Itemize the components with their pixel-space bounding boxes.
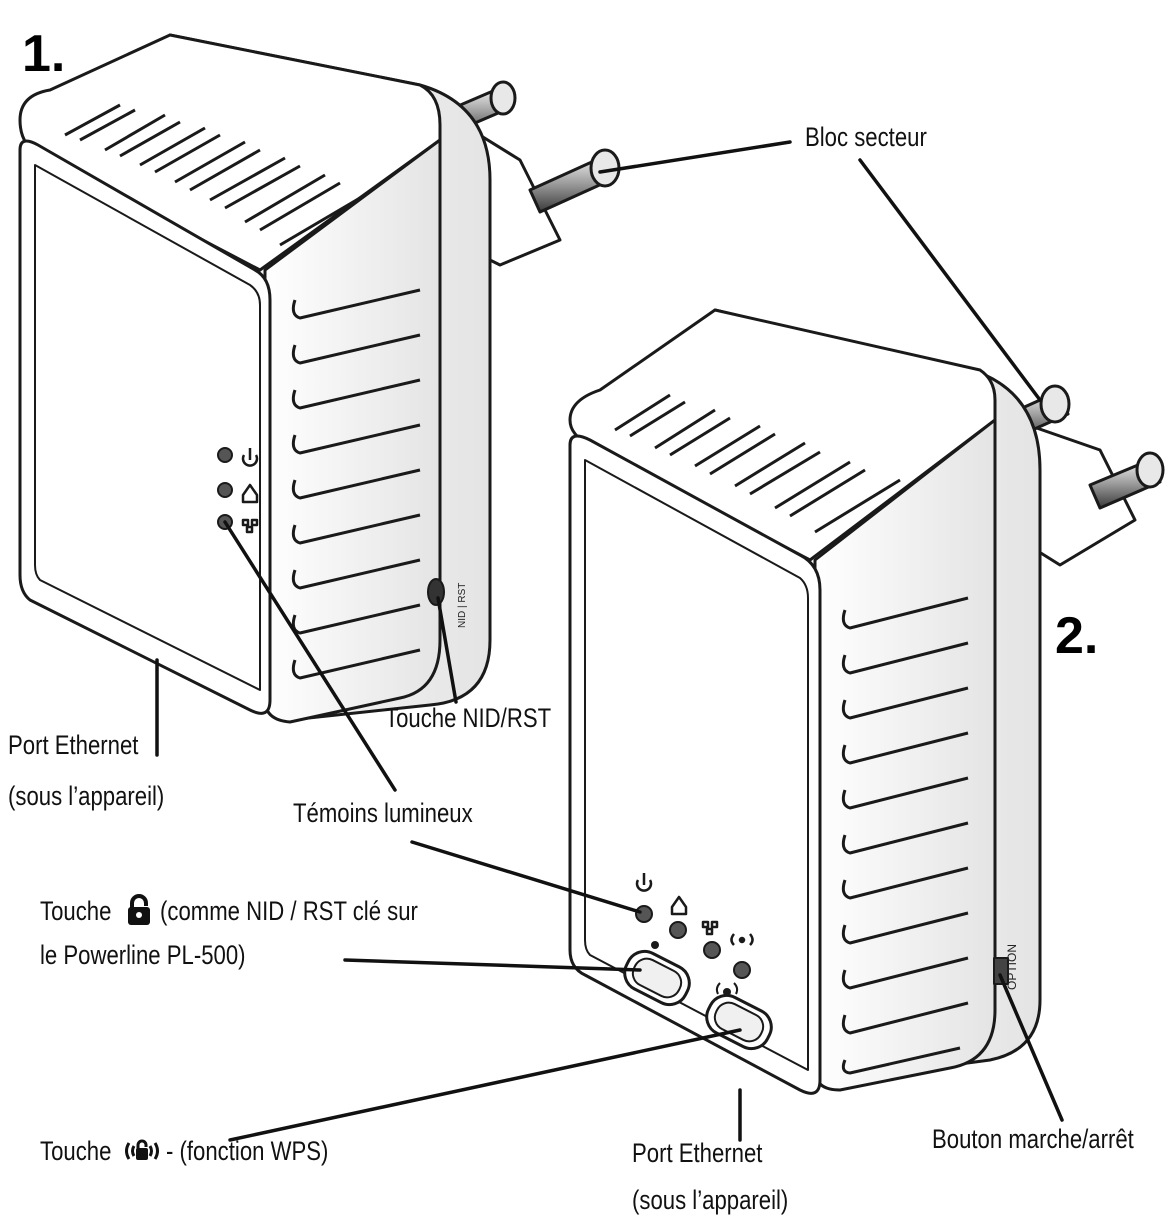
label-touche-wps-rest: - (fonction WPS) bbox=[166, 1136, 329, 1166]
home-network-icon bbox=[670, 895, 688, 916]
power-icon bbox=[241, 448, 259, 467]
label-bloc-secteur: Bloc secteur bbox=[805, 122, 927, 152]
leader-touche-wps bbox=[228, 1028, 742, 1142]
device-2-top-vents bbox=[614, 393, 901, 534]
device-2-power-switch[interactable] bbox=[993, 957, 1009, 985]
label-port-ethernet-2-line2: (sous l’appareil) bbox=[632, 1185, 789, 1215]
leader-temoins-1 bbox=[223, 520, 397, 792]
device-1-leds bbox=[217, 447, 233, 530]
power-icon bbox=[635, 873, 653, 892]
leader-bouton-marche bbox=[998, 973, 1064, 1122]
wps-icon bbox=[125, 1139, 159, 1160]
lock-icon bbox=[651, 941, 659, 949]
device-1-top-vents bbox=[64, 103, 366, 247]
label-touche-lock-line2: le Powerline PL-500) bbox=[40, 940, 246, 970]
device-1-front-panel bbox=[34, 164, 261, 691]
label-port-ethernet-1-line1: Port Ethernet bbox=[8, 730, 139, 760]
device-1-number: 1. bbox=[22, 25, 66, 83]
device-2-leds bbox=[635, 905, 751, 979]
device-2-number: 2. bbox=[1055, 607, 1099, 665]
device-2-side-vents bbox=[841, 596, 969, 1075]
label-bouton-marche-arret: Bouton marche/arrêt bbox=[932, 1124, 1134, 1154]
leader-temoins-2 bbox=[410, 840, 642, 914]
leader-bloc-secteur-b bbox=[858, 158, 1042, 402]
device-2-led-icons bbox=[635, 873, 754, 946]
device-1-side-vents bbox=[291, 288, 421, 680]
device-1-led-icons bbox=[241, 448, 259, 534]
lock-icon bbox=[128, 894, 150, 925]
device-1 bbox=[18, 33, 621, 724]
label-touche-nid-rst: Touche NID/RST bbox=[385, 703, 552, 733]
label-touche-lock-line1: (comme NID / RST clé sur bbox=[160, 896, 418, 926]
device-1-nid-rst-button[interactable] bbox=[427, 578, 445, 606]
label-touche-lock-prefix: Touche bbox=[40, 896, 112, 926]
leader-lines bbox=[155, 140, 1064, 1142]
label-temoins-lumineux: Témoins lumineux bbox=[293, 798, 473, 828]
label-touche-wps-prefix: Touche bbox=[40, 1136, 112, 1166]
device-2-option-print: OPTION bbox=[1005, 944, 1019, 990]
leader-touche-nid-rst bbox=[436, 596, 458, 704]
label-port-ethernet-1-line2: (sous l’appareil) bbox=[8, 781, 165, 811]
label-port-ethernet-2-line1: Port Ethernet bbox=[632, 1138, 763, 1168]
leader-bloc-secteur-a bbox=[598, 140, 792, 174]
device-1-nid-rst-print: NID | RST bbox=[457, 583, 468, 628]
wifi-icon bbox=[730, 933, 754, 946]
device-2 bbox=[568, 308, 1165, 1095]
wps-icon bbox=[715, 982, 739, 996]
home-network-icon bbox=[241, 483, 259, 504]
ethernet-icon bbox=[701, 920, 719, 936]
ethernet-icon bbox=[241, 518, 259, 534]
device-2-lock-button[interactable] bbox=[619, 945, 696, 1011]
leader-touche-lock bbox=[343, 958, 642, 972]
